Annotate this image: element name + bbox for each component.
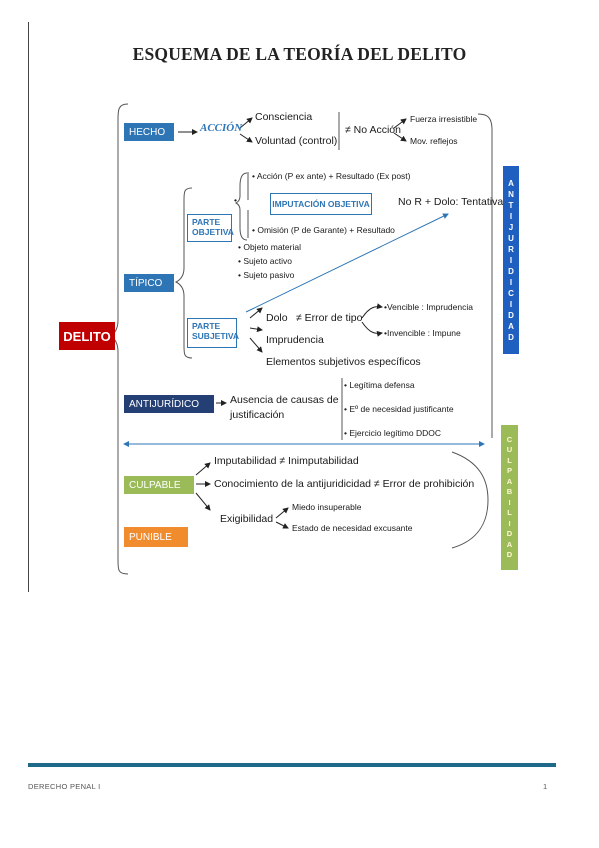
antijuridicidad-letter: C xyxy=(508,288,514,298)
culpabilidad-letter: B xyxy=(506,487,513,496)
estado-necesidad-label: Estado de necesidad excusante xyxy=(292,523,413,533)
no-accion-label: ≠ No Acción xyxy=(345,124,401,136)
delito-root-box: DELITO xyxy=(59,322,115,350)
sujeto-pasivo-text: Sujeto pasivo xyxy=(243,270,295,280)
page-title: ESQUEMA DE LA TEORÍA DEL DELITO xyxy=(132,44,467,64)
omision-text: Omisión (P de Garante) + Resultado xyxy=(257,225,395,235)
accion-resultado-text: Acción (P ex ante) + Resultado (Ex post) xyxy=(256,171,411,181)
mov-reflejos-label: Mov. reflejos xyxy=(410,136,458,146)
antijuridicidad-letter: A xyxy=(508,321,514,331)
antijuridicidad-letter: I xyxy=(509,255,513,265)
ejercicio-legitimo-text: Ejercicio legítimo DDOC xyxy=(349,428,441,438)
ausencia-line1: Ausencia de causas de xyxy=(230,394,339,406)
footer-rule xyxy=(28,763,556,767)
sujeto-activo-text: Sujeto activo xyxy=(243,256,293,266)
punible-box: PUNIBLE xyxy=(124,527,188,547)
fuerza-irresistible-label: Fuerza irresistible xyxy=(410,114,478,124)
legitima-defensa-text: Legítima defensa xyxy=(349,380,415,390)
culpabilidad-letter: L xyxy=(507,455,512,465)
vencible-text: Vencible : Imprudencia xyxy=(386,302,473,312)
accion-resultado-label: • Acción (P ex ante) + Resultado (Ex pos… xyxy=(252,171,411,181)
antijuridicidad-letter: D xyxy=(508,266,514,276)
parte-subjetiva-box: PARTE SUBJETIVA xyxy=(187,318,239,348)
elementos-subjetivos-label: Elementos subjetivos específicos xyxy=(266,356,421,368)
culpabilidad-letter: A xyxy=(506,539,513,549)
culpabilidad-letter: D xyxy=(506,550,513,559)
culpabilidad-letter: I xyxy=(508,497,511,507)
culpabilidad-letter: P xyxy=(506,466,512,475)
left-margin-rule xyxy=(28,22,29,592)
antijuridicidad-letter: J xyxy=(508,222,514,232)
error-tipo-label: ≠ Error de tipo xyxy=(296,312,363,324)
necesidad-justificante-text: Eº de necesidad justificante xyxy=(349,404,454,414)
culpabilidad-letter: C xyxy=(506,434,513,444)
ejercicio-legitimo-label: • Ejercicio legítimo DDOC xyxy=(344,428,441,438)
necesidad-justificante-label: • Eº de necesidad justificante xyxy=(344,404,454,414)
culpabilidad-letter: D xyxy=(506,529,513,538)
antijuridicidad-letter: I xyxy=(509,277,513,287)
legitima-defensa-label: • Legítima defensa xyxy=(344,380,415,390)
antijuridicidad-letter: I xyxy=(509,211,513,221)
antijuridicidad-letter: N xyxy=(508,189,514,199)
exigibilidad-label: Exigibilidad xyxy=(220,513,274,525)
hecho-box: HECHO xyxy=(124,123,174,141)
consciencia-label: Consciencia xyxy=(255,111,313,123)
sujeto-activo-label: • Sujeto activo xyxy=(238,256,293,266)
vencible-label: •Vencible : Imprudencia xyxy=(384,302,473,312)
antijuridicidad-letter: R xyxy=(508,244,514,254)
culpabilidad-letter: A xyxy=(506,476,513,486)
culpabilidad-letter: U xyxy=(506,445,513,454)
footer-course: DERECHO PENAL I xyxy=(28,782,101,791)
antijuridicidad-letter: U xyxy=(508,233,514,243)
parte-objetiva-box: PARTE OBJETIVA xyxy=(187,214,234,242)
page-number: 1 xyxy=(543,782,548,791)
omision-label: • Omisión (P de Garante) + Resultado xyxy=(252,225,395,235)
conocimiento-label: Conocimiento de la antijuridicidad ≠ Err… xyxy=(214,478,475,490)
imputabilidad-label: Imputabilidad ≠ Inimputabilidad xyxy=(214,455,359,467)
antijuridicidad-letter: I xyxy=(509,299,513,309)
accion-label: ACCIÓN xyxy=(200,122,243,134)
bullet-marker: • xyxy=(234,195,237,205)
imprudencia-label: Imprudencia xyxy=(266,334,324,346)
antijuridico-box: ANTIJURÍDICO xyxy=(124,395,214,413)
imputacion-objetiva-box: IMPUTACIÓN OBJETIVA xyxy=(270,193,372,215)
objeto-material-text: Objeto material xyxy=(243,242,301,252)
antijuridicidad-letter: D xyxy=(508,332,514,342)
tipico-box: TÍPICO xyxy=(124,274,174,292)
miedo-insuperable-label: Miedo insuperable xyxy=(292,502,362,512)
dolo-label: Dolo xyxy=(266,312,288,324)
voluntad-label: Voluntad (control) xyxy=(255,135,338,147)
tentativa-label: No R + Dolo: Tentativa xyxy=(398,196,504,208)
culpabilidad-letter: L xyxy=(507,508,512,517)
antijuridicidad-letter: D xyxy=(508,310,514,320)
ausencia-line2: justificación xyxy=(230,409,285,421)
culpabilidad-letter: I xyxy=(508,518,511,528)
invencible-text: Invencible : Impune xyxy=(386,328,461,338)
sujeto-pasivo-label: • Sujeto pasivo xyxy=(238,270,295,280)
culpable-box: CULPABLE xyxy=(124,476,194,494)
antijuridicidad-letter: T xyxy=(508,200,514,210)
antijuridicidad-letter: A xyxy=(508,178,514,188)
objeto-material-label: • Objeto material xyxy=(238,242,301,252)
invencible-label: •Invencible : Impune xyxy=(384,328,461,338)
